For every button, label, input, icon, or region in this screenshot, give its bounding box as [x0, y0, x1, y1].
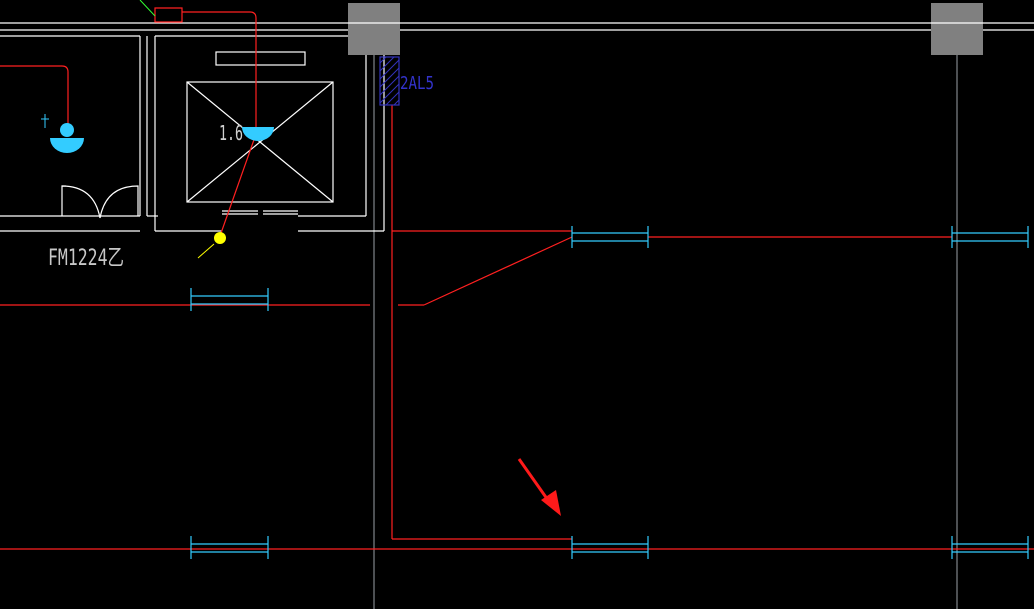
junction-marker: [197, 232, 226, 259]
linear-fixture-1: [571, 226, 649, 248]
linear-fixture-6: [951, 536, 1029, 559]
structural-column-left: [348, 3, 400, 55]
red-arrow-annotation: [517, 458, 561, 516]
axis-grid-lines: [373, 55, 958, 609]
mounting-height-label: 1.6: [219, 121, 243, 145]
door-tag-label: FM1224乙: [48, 246, 124, 271]
linear-fixture-3: [190, 288, 269, 311]
circuit-wiring: [0, 7, 1034, 550]
wall-lamp-elevator: [242, 127, 274, 141]
linear-light-fixtures: [190, 226, 1029, 559]
leader-line: [139, 0, 156, 17]
distribution-panel-2al5: [379, 56, 400, 106]
structural-column-right: [931, 3, 983, 55]
linear-fixture-4: [571, 536, 649, 559]
wall-outline: [0, 22, 1034, 232]
linear-fixture-5: [190, 536, 269, 559]
wall-lamp-left: [41, 114, 84, 153]
linear-fixture-2: [951, 226, 1029, 248]
panel-tag-label: 2AL5: [400, 73, 434, 94]
